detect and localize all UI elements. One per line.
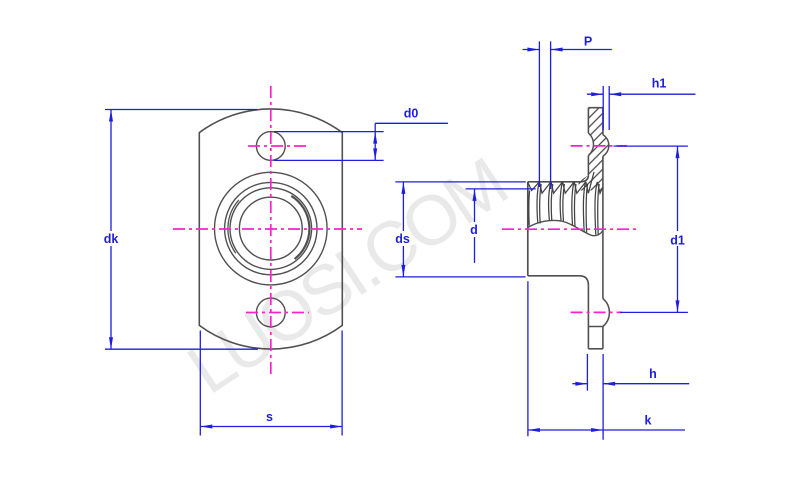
svg-text:s: s (266, 410, 273, 424)
svg-text:P: P (584, 35, 592, 49)
svg-text:h: h (649, 367, 657, 381)
svg-text:k: k (645, 414, 652, 428)
svg-text:d1: d1 (670, 234, 685, 248)
svg-text:ds: ds (395, 232, 410, 246)
svg-text:h1: h1 (652, 77, 667, 91)
svg-text:d0: d0 (404, 107, 419, 121)
svg-text:d: d (470, 223, 478, 237)
svg-text:dk: dk (104, 232, 119, 246)
